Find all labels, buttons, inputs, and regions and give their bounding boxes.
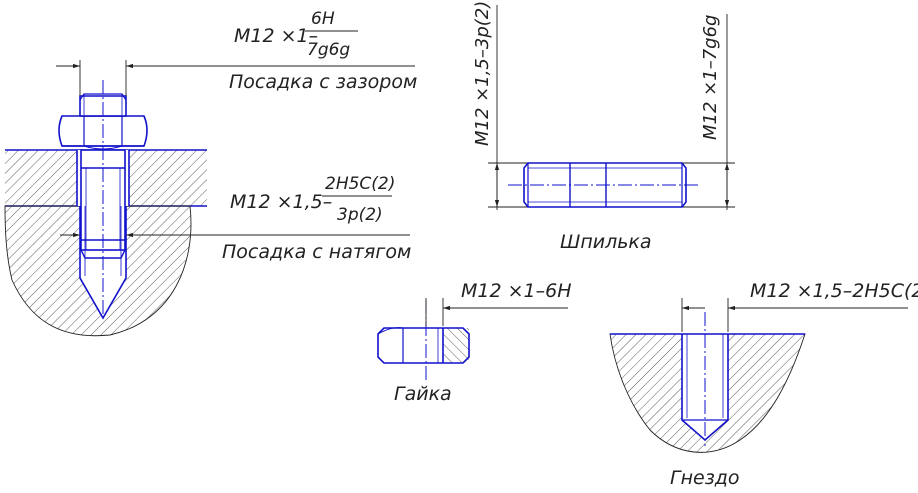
interference-fit-designation: M12 ×1,5– xyxy=(230,191,332,213)
clearance-fit-designation: M12 ×1– xyxy=(234,25,318,47)
clearance-fit-dimension: M12 ×1– 6H 7g6g Посадка с зазором xyxy=(56,9,417,96)
clearance-fit-numerator: 6H xyxy=(311,9,335,29)
bolt-joint-assembly xyxy=(4,80,207,337)
clearance-fit-caption: Посадка с зазором xyxy=(229,71,417,93)
socket-drawing: M12 ×1,5–2H5C(2) Гнездо xyxy=(609,280,918,489)
stud-caption: Шпилька xyxy=(560,231,652,253)
interference-fit-denominator: 3p(2) xyxy=(337,205,383,225)
clearance-fit-denominator: 7g6g xyxy=(307,40,350,60)
nut-caption: Гайка xyxy=(394,383,452,405)
interference-fit-numerator: 2H5C(2) xyxy=(325,174,395,194)
socket-dim: M12 ×1,5–2H5C(2) xyxy=(750,280,918,302)
stud-dim-right: M12 ×1–7g6g xyxy=(700,15,721,140)
nut-drawing: M12 ×1–6H Гайка xyxy=(377,280,572,405)
interference-fit-dimension: M12 ×1,5– 2H5C(2) 3p(2) Посадка с натяго… xyxy=(60,174,411,263)
interference-fit-caption: Посадка с натягом xyxy=(222,241,411,263)
stud-dim-left: M12 ×1,5–3p(2) xyxy=(472,1,493,146)
socket-caption: Гнездо xyxy=(670,467,740,489)
stud-drawing: M12 ×1,5–3p(2) M12 ×1–7g6g Шпилька xyxy=(472,1,735,253)
nut-dim: M12 ×1–6H xyxy=(461,280,572,302)
